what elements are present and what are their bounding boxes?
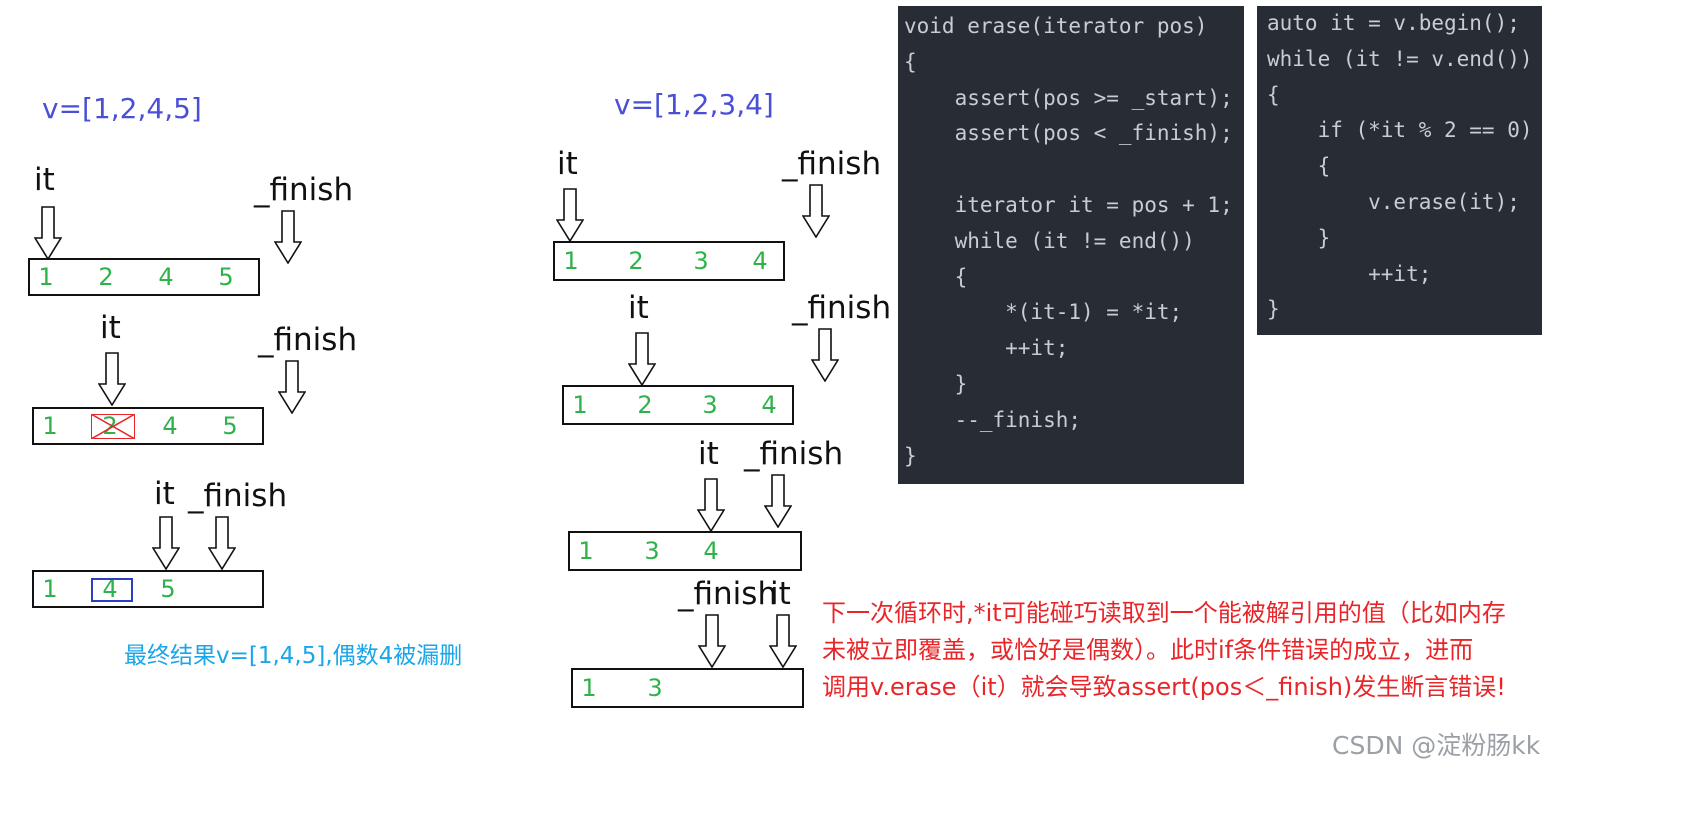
array-cell: 5 (222, 412, 238, 440)
left-row2-finish-label: _finish (258, 322, 358, 358)
code-line: } (1267, 225, 1331, 250)
right-row2-it-label: it (628, 290, 649, 326)
array-cell: 5 (218, 263, 234, 291)
right-row1-finish-label: _finish (782, 146, 882, 182)
code-line: } (904, 443, 917, 468)
right-row4-finish-label: _finish (678, 576, 778, 612)
array-cell: 5 (160, 575, 176, 603)
code-line: void erase(iterator pos) (904, 14, 1208, 38)
array-cell: 3 (644, 537, 660, 565)
right-row2-array: 1 2 3 4 (562, 385, 794, 425)
array-cell: 3 (647, 674, 663, 702)
code-line: while (it != end()) (904, 228, 1195, 253)
highlight-box (91, 578, 133, 602)
array-cell: 2 (102, 412, 118, 440)
left-row1-it-arrow-icon (34, 206, 62, 260)
right-row4-it-arrow-icon (769, 614, 797, 668)
right-row3-it-arrow-icon (697, 478, 725, 532)
error-explanation-line: 调用v.erase（it）就会导致assert(pos＜_finish)发生断言… (822, 673, 1506, 701)
left-result-text: 最终结果v=[1,4,5],偶数4被漏删 (124, 643, 463, 669)
array-cell: 1 (563, 247, 579, 275)
left-row1-finish-arrow-icon (274, 210, 302, 264)
left-row2-array: 1 2 4 5 (32, 407, 264, 445)
code-line: assert(pos >= _start); (904, 85, 1233, 110)
code-line: ++it; (904, 336, 1069, 361)
code-line: *(it-1) = *it; (904, 300, 1183, 325)
array-cell: 4 (752, 247, 768, 275)
code-line: --_finish; (904, 407, 1082, 432)
array-cell: 3 (693, 247, 709, 275)
erased-mark (90, 413, 135, 439)
array-cell: 2 (98, 263, 114, 291)
right-row2-it-arrow-icon (628, 332, 656, 386)
code-line: auto it = v.begin(); (1267, 11, 1520, 35)
code-line: { (904, 264, 968, 289)
right-row3-finish-arrow-icon (764, 474, 792, 528)
error-explanation-line: 下一次循环时,*it可能碰巧读取到一个能被解引用的值（比如内存 (822, 599, 1506, 627)
right-row1-finish-arrow-icon (802, 184, 830, 238)
array-cell: 1 (42, 412, 58, 440)
array-cell: 1 (42, 575, 58, 603)
erase-code-block: void erase(iterator pos) { assert(pos >= … (898, 6, 1244, 484)
code-line: assert(pos < _finish); (904, 121, 1233, 146)
left-row1-finish-label: _finish (254, 172, 354, 208)
code-line: v.erase(it); (1267, 190, 1520, 214)
array-cell: 4 (703, 537, 719, 565)
left-row1-array: 1 2 4 5 (28, 258, 260, 296)
left-row2-it-arrow-icon (98, 352, 126, 406)
array-cell: 1 (581, 674, 597, 702)
left-row3-finish-label: _finish (188, 478, 288, 514)
error-explanation: 下一次循环时,*it可能碰巧读取到一个能被解引用的值（比如内存 未被立即覆盖，或… (822, 595, 1506, 706)
cross-icon (90, 413, 135, 439)
code-line: } (904, 372, 968, 396)
left-row3-array: 1 4 5 (32, 570, 264, 608)
array-cell: 1 (572, 391, 588, 419)
array-cell: 1 (38, 263, 54, 291)
array-cell: 2 (628, 247, 644, 275)
code-line: { (1267, 82, 1280, 107)
left-row3-it-arrow-icon (152, 516, 180, 570)
right-row3-array: 1 3 4 (568, 531, 802, 571)
right-vector-label: v=[1,2,3,4] (614, 88, 774, 121)
right-row2-finish-arrow-icon (811, 328, 839, 382)
code-line: while (it != v.end()) (1267, 46, 1533, 71)
code-line: if (*it % 2 == 0) (1267, 118, 1533, 143)
code-line: { (904, 49, 917, 74)
left-row2-it-label: it (100, 310, 121, 346)
array-cell: 4 (102, 575, 118, 603)
code-line: } (1267, 297, 1280, 322)
code-line: ++it; (1267, 261, 1432, 286)
left-vector-label: v=[1,2,4,5] (42, 92, 202, 125)
watermark: CSDN @淀粉肠kk (1332, 731, 1541, 760)
left-row2-finish-arrow-icon (278, 360, 306, 414)
left-row3-it-label: it (154, 476, 175, 512)
left-row1-it-label: it (34, 162, 55, 198)
error-explanation-line: 未被立即覆盖，或恰好是偶数）。此时if条件错误的成立，进而 (822, 636, 1474, 664)
array-cell: 4 (158, 263, 174, 291)
code-line: { (1267, 154, 1331, 179)
right-row1-it-label: it (557, 146, 578, 182)
right-row4-array: 1 3 (571, 668, 804, 708)
array-cell: 1 (578, 537, 594, 565)
right-row3-finish-label: _finish (744, 436, 844, 472)
array-cell: 2 (637, 391, 653, 419)
right-row4-it-label: it (770, 576, 791, 612)
right-row1-array: 1 2 3 4 (553, 241, 785, 281)
right-row1-it-arrow-icon (556, 188, 584, 242)
right-row3-it-label: it (698, 436, 719, 472)
left-row3-finish-arrow-icon (208, 516, 236, 570)
code-line: iterator it = pos + 1; (904, 193, 1233, 217)
loop-code-block: auto it = v.begin(); while (it != v.end()… (1257, 6, 1542, 335)
array-cell: 4 (761, 391, 777, 419)
array-cell: 4 (162, 412, 178, 440)
array-cell: 3 (702, 391, 718, 419)
right-row2-finish-label: _finish (792, 290, 892, 326)
right-row4-finish-arrow-icon (698, 614, 726, 668)
